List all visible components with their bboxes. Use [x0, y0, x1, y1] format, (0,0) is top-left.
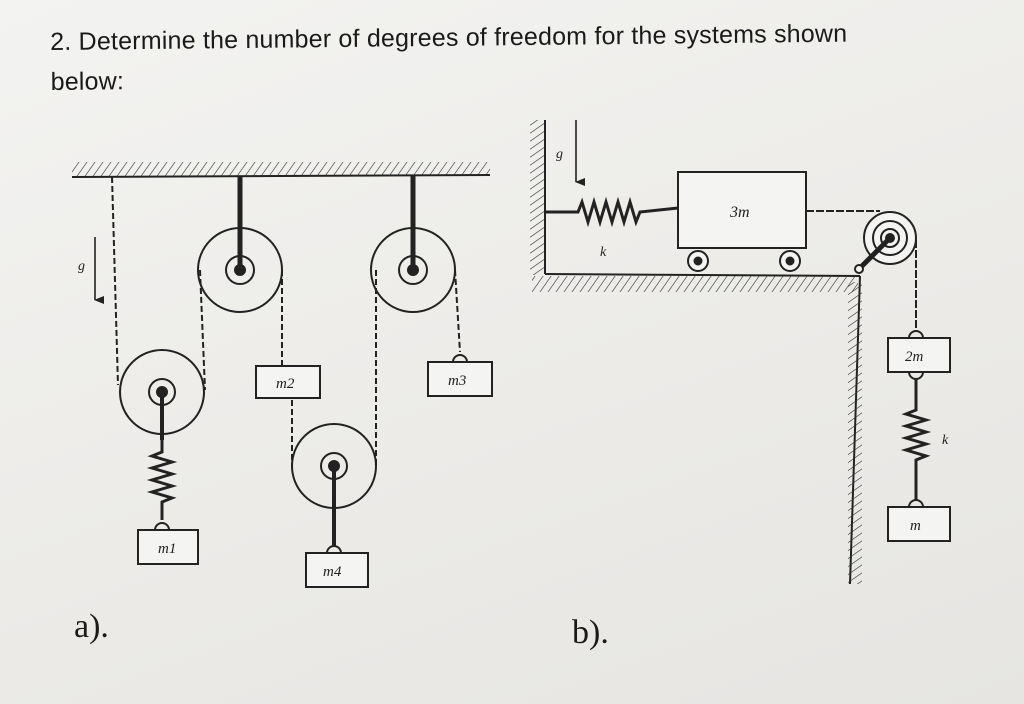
mass-m1-label: m1 — [158, 541, 176, 557]
system-a: g — [71, 162, 493, 588]
mass-m2-label: m2 — [276, 376, 295, 392]
gravity-arrow-a: g — [78, 237, 104, 304]
rope-a-1 — [199, 269, 206, 391]
gravity-label-a: g — [78, 259, 85, 274]
ceiling-a — [71, 162, 491, 178]
mass-m4: m4 — [305, 545, 369, 588]
mass-m3: m3 — [427, 354, 493, 397]
wall-b-left — [530, 120, 546, 275]
spring-b-horizontal-label: k — [600, 245, 607, 260]
gravity-arrow-b: g — [556, 120, 585, 186]
wall-b-right — [848, 275, 862, 585]
rope-a-5 — [454, 269, 461, 353]
pulley-b — [854, 211, 917, 274]
floor-b — [532, 273, 861, 292]
mass-m3-label: m3 — [448, 373, 466, 389]
cart-label: 3m — [729, 204, 750, 221]
part-b-label: b). — [572, 614, 609, 651]
system-b: g k 3m 2m — [530, 120, 951, 585]
part-a-label: a). — [74, 608, 109, 645]
mass-m-label: m — [910, 518, 921, 534]
pulley-2 — [370, 176, 456, 313]
pulley-moving-left — [119, 349, 205, 440]
spring-b-horizontal — [545, 196, 679, 228]
pulley-moving-bottom — [291, 423, 377, 546]
mass-m4-label: m4 — [323, 564, 342, 580]
spring-b-vertical-label: k — [942, 433, 949, 448]
mass-m2: m2 — [255, 365, 321, 399]
spring-a — [146, 440, 178, 520]
mass-2m-label: 2m — [905, 349, 924, 365]
mass-m1: m1 — [137, 522, 199, 565]
pulley-1 — [197, 176, 283, 313]
gravity-label-b: g — [556, 147, 563, 162]
mass-2m: 2m — [887, 330, 951, 380]
rope-a-left — [111, 176, 119, 386]
cart-3m: 3m — [677, 171, 807, 272]
spring-b-vertical — [900, 379, 932, 500]
mass-m: m — [887, 499, 951, 542]
